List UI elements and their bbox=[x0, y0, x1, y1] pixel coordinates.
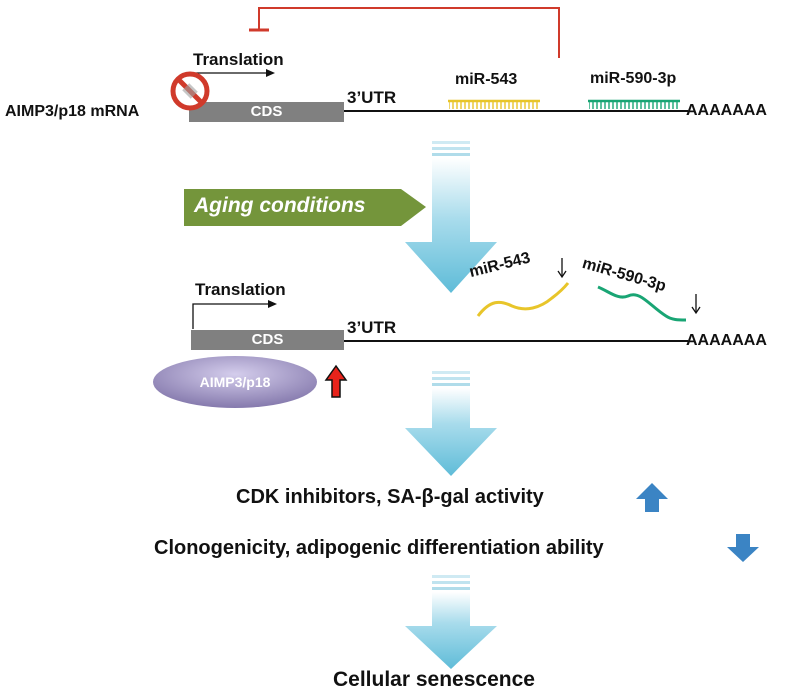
top-cds-box bbox=[189, 102, 344, 122]
cds-label-top: CDS bbox=[250, 103, 283, 120]
up-arrow-icon bbox=[636, 483, 668, 512]
down-arrow-icon bbox=[727, 534, 759, 562]
up-outcome-text: CDK inhibitors, SA-β-gal activity bbox=[236, 486, 544, 508]
mir590-free bbox=[597, 285, 687, 322]
mir590-label-top: miR-590-3p bbox=[590, 70, 677, 87]
flow-arrow-3 bbox=[405, 575, 497, 669]
aging-conditions-label: Aging conditions bbox=[194, 194, 366, 217]
translation-arrow-icon bbox=[192, 300, 277, 329]
protein-oval bbox=[153, 356, 317, 408]
translation-label-top: Translation bbox=[193, 50, 284, 69]
utr-label-top: 3’UTR bbox=[347, 88, 397, 107]
mir543-bound bbox=[448, 99, 540, 109]
down-arrow-icon bbox=[691, 294, 701, 315]
middle-cds-box bbox=[191, 330, 344, 350]
polya-label-top: AAAAAAA bbox=[686, 102, 767, 119]
mir543-label-top: miR-543 bbox=[455, 71, 518, 88]
inhibition-line bbox=[249, 7, 560, 58]
flow-arrow-1 bbox=[405, 141, 497, 293]
middle-mrna bbox=[153, 258, 701, 408]
mir543-free bbox=[476, 282, 570, 317]
down-arrow-icon bbox=[557, 258, 567, 279]
down-outcome-text: Clonogenicity, adipogenic differentiatio… bbox=[154, 537, 604, 559]
mrna-label: AIMP3/p18 mRNA bbox=[5, 103, 140, 120]
up-arrow-icon bbox=[324, 364, 348, 398]
mir590-bound bbox=[588, 99, 680, 109]
final-outcome-text: Cellular senescence bbox=[333, 668, 535, 691]
cds-label-middle: CDS bbox=[251, 331, 284, 348]
polya-label-middle: AAAAAAA bbox=[686, 332, 767, 349]
aging-arrow bbox=[184, 189, 426, 226]
flow-arrow-2 bbox=[405, 371, 497, 476]
utr-label-middle: 3’UTR bbox=[347, 318, 397, 337]
top-mrna bbox=[170, 69, 688, 122]
protein-label: AIMP3/p18 bbox=[199, 374, 271, 390]
translation-label-middle: Translation bbox=[195, 280, 286, 299]
no-symbol-icon bbox=[170, 71, 210, 111]
